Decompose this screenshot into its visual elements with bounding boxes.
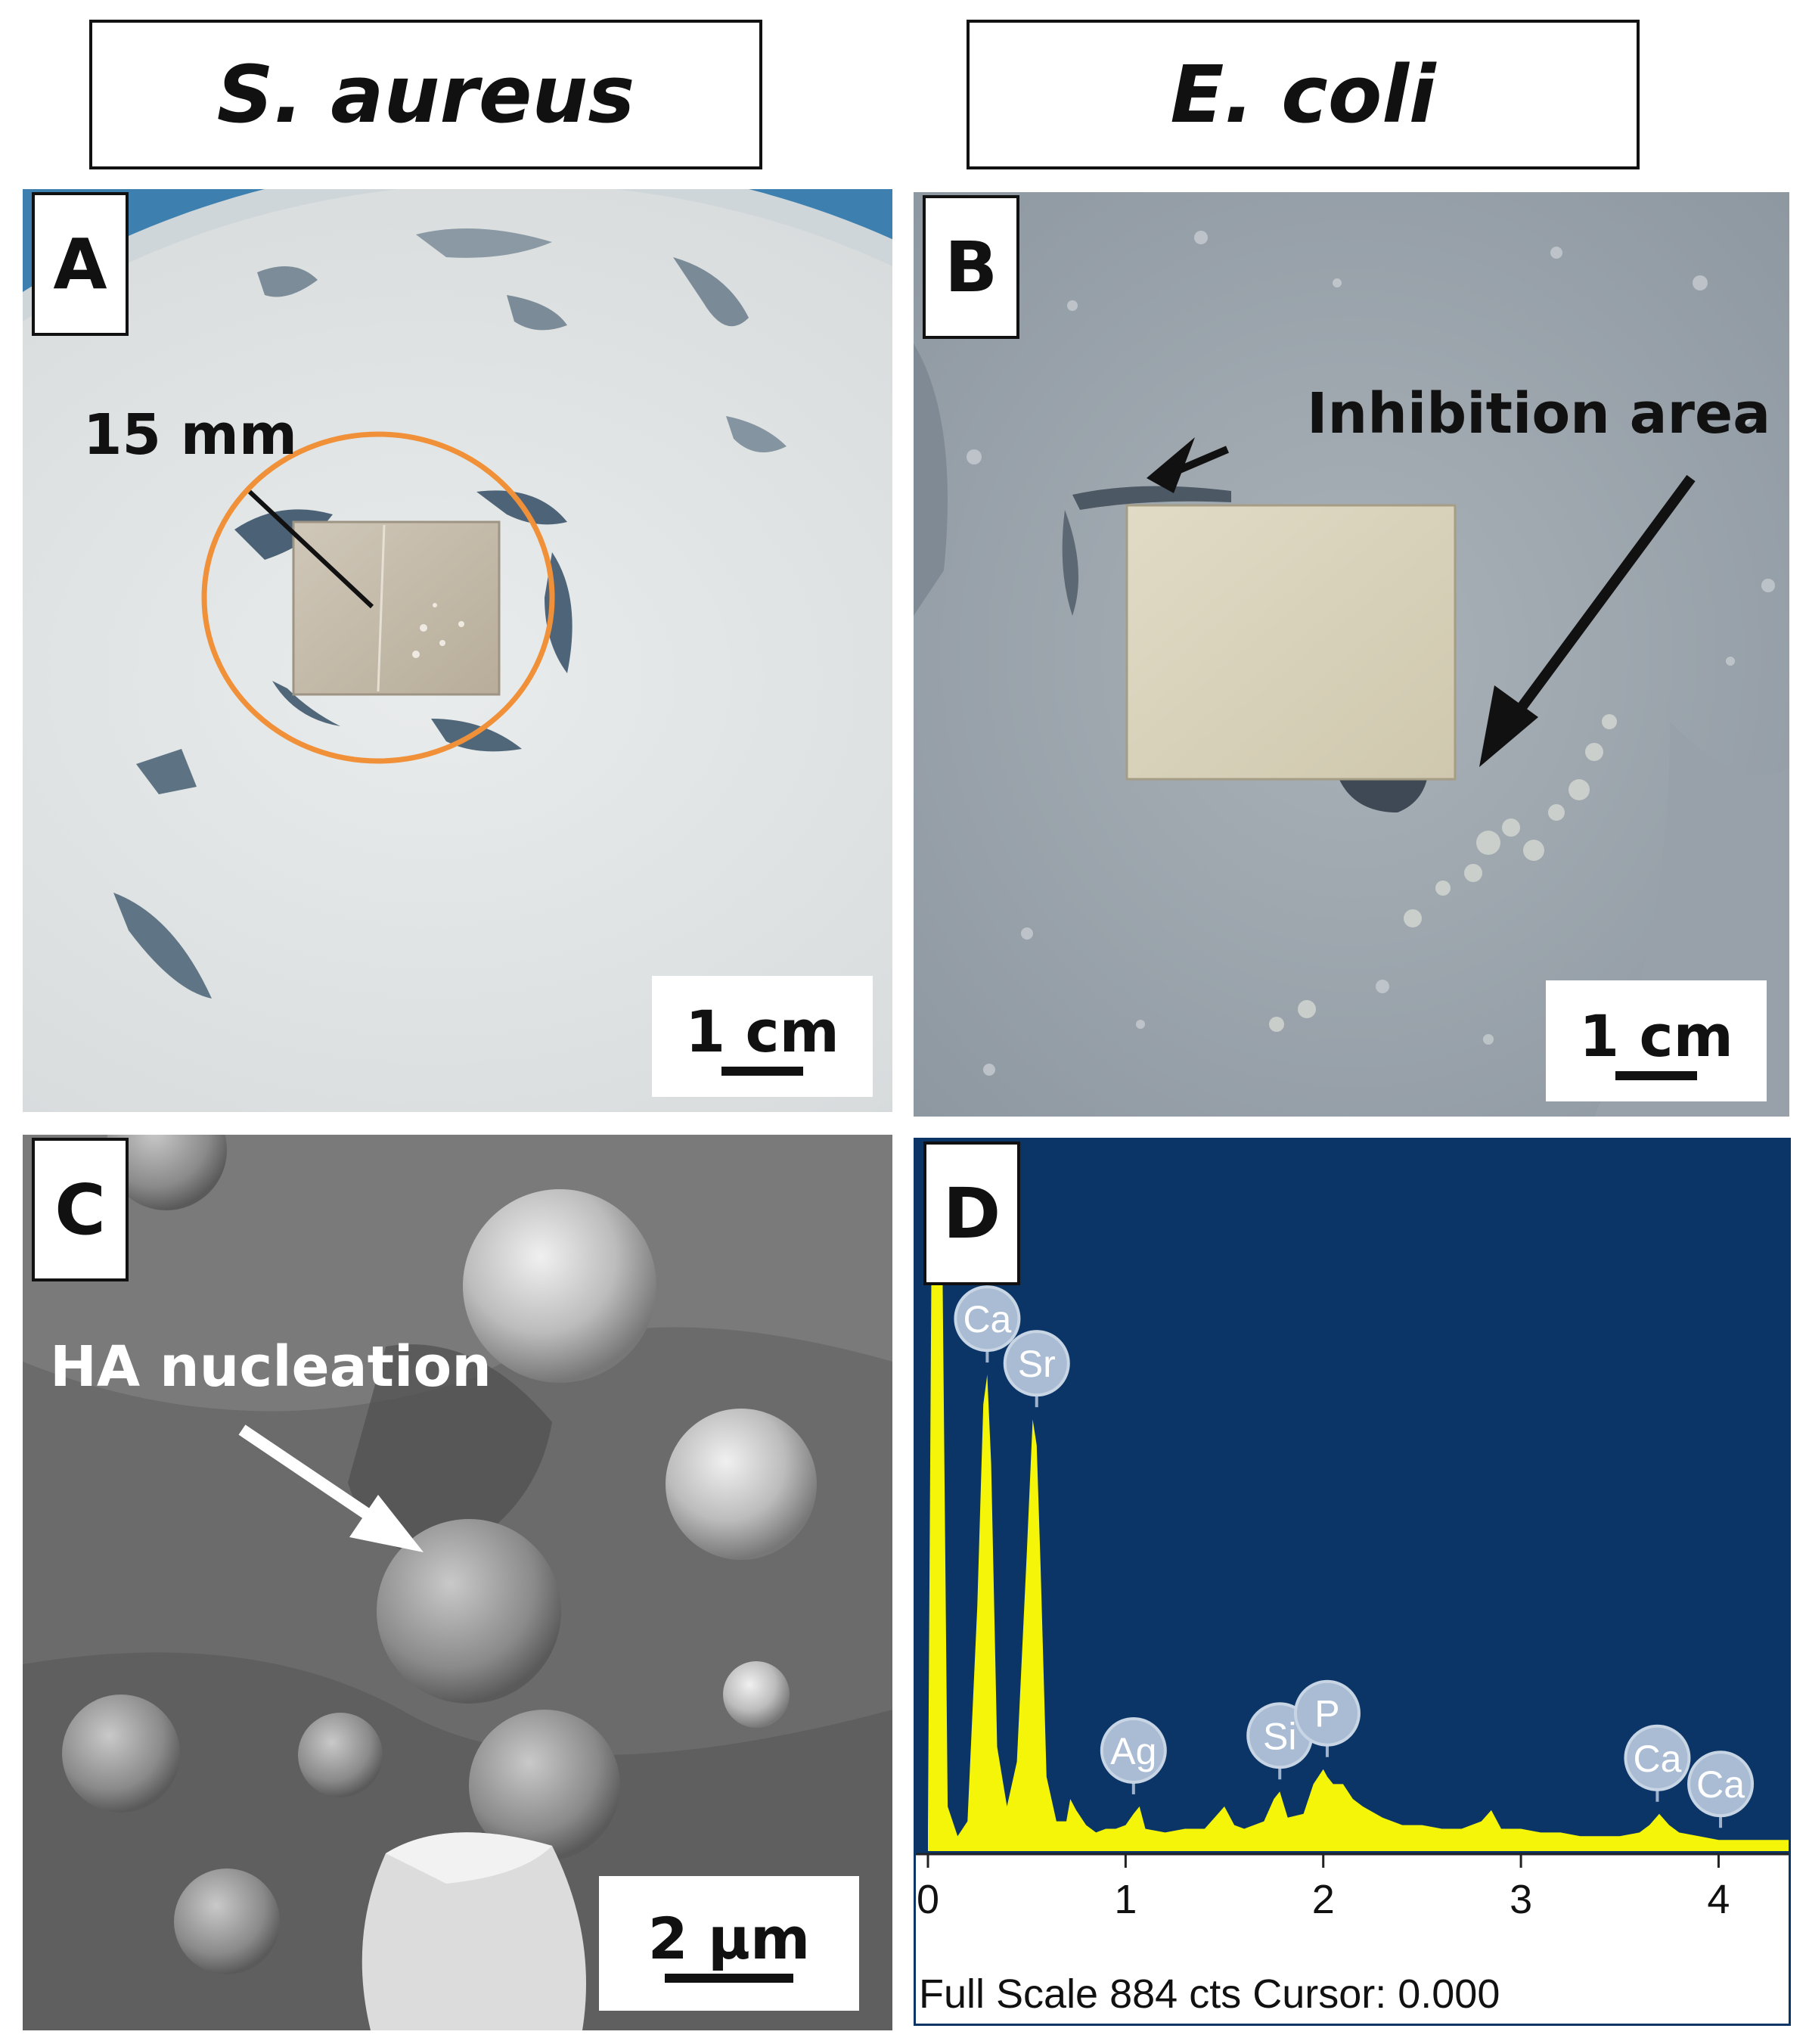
panel-a-scalebar: 1 cm [652,976,873,1097]
panel-b-annotation: Inhibition area [1307,381,1771,446]
eds-peak-label: Ca [954,1285,1021,1363]
panel-c-annotation: HA nucleation [50,1334,492,1399]
panel-a-letter: A [32,192,129,336]
svg-text:Ag: Ag [1110,1730,1156,1772]
panel-c-scale-label: 2 µm [647,1904,811,1972]
panel-c-letter: C [32,1138,129,1281]
svg-text:Si: Si [1263,1715,1296,1757]
eds-x-tick-label: 0 [917,1877,939,1922]
eds-peak-label: Ca [1687,1750,1755,1828]
eds-footer: Full Scale 884 cts Cursor: 0.000 [919,1971,1500,2017]
right-column-title: E. coli [967,20,1640,169]
eds-peak-label: Ca [1624,1724,1691,1802]
svg-text:Ca: Ca [963,1298,1011,1340]
eds-x-tick-label: 2 [1312,1877,1335,1922]
panel-a-illustration [23,189,892,1112]
panel-b-scale-label: 1 cm [1579,1002,1733,1070]
right-column-title-text: E. coli [1170,48,1436,141]
panel-d-letter: D [923,1142,1020,1285]
panel-b-scale-bar [1615,1070,1697,1080]
svg-text:P: P [1314,1693,1339,1735]
panel-a-photo: A 15 mm 1 cm [23,189,892,1112]
eds-x-tick-label: 1 [1114,1877,1137,1922]
svg-text:Sr: Sr [1018,1343,1056,1385]
panel-b-letter: B [923,195,1019,339]
panel-c-scalebar: 2 µm [599,1876,859,2011]
svg-text:Ca: Ca [1696,1763,1745,1806]
eds-x-tick-label: 3 [1510,1877,1532,1922]
eds-peak-label: Ag [1100,1716,1167,1794]
panel-a-scale-bar [721,1066,803,1076]
panel-a-scale-label: 1 cm [685,997,839,1065]
eds-peak-label: P [1293,1679,1361,1757]
svg-text:Ca: Ca [1633,1738,1681,1780]
panel-c-scale-bar [665,1973,793,1983]
eds-spectrum-series [928,1193,1789,1851]
panel-b-photo: B Inhibition area 1 cm [914,192,1789,1117]
left-column-title-text: S. aureus [216,48,635,141]
panel-c-micrograph: C HA nucleation 2 µm [23,1135,892,2030]
left-column-title: S. aureus [89,20,762,169]
eds-peak-label: Sr [1003,1330,1070,1408]
panel-a-measurement: 15 mm [83,402,297,468]
panel-b-illustration [914,192,1789,1117]
panel-b-scalebar: 1 cm [1546,980,1767,1101]
eds-x-tick-label: 4 [1707,1877,1730,1922]
